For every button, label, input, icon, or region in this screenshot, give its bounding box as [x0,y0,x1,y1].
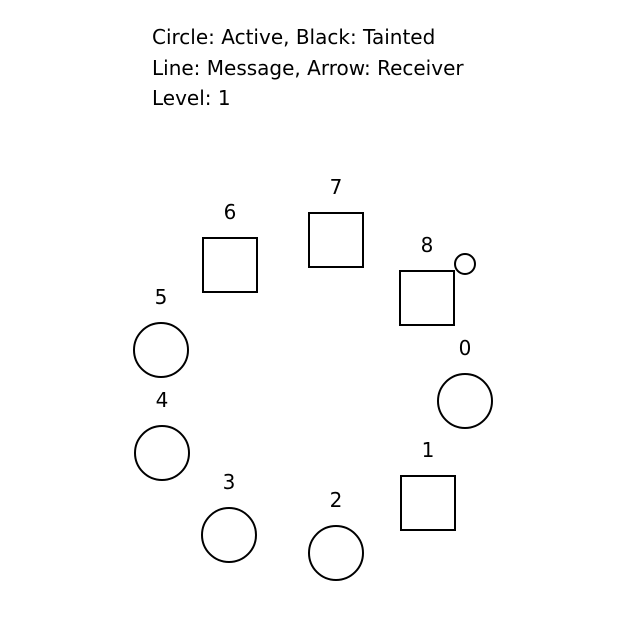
node-3-label: 3 [222,470,236,494]
node-7-label: 7 [329,175,343,199]
node-3-circle-shape[interactable] [201,507,257,563]
legend-line-shape-meaning: Circle: Active, Black: Tainted [152,25,436,49]
node-0-circle-shape[interactable] [437,373,493,429]
node-2-circle-shape[interactable] [308,525,364,581]
legend: Circle: Active, Black: Tainted Line: Mes… [152,22,582,114]
legend-line-level: Level: 1 [152,86,231,110]
node-2-label: 2 [329,488,343,512]
node-4-circle-shape[interactable] [134,425,190,481]
node-6-square-shape[interactable] [202,237,258,293]
node-4-label: 4 [155,388,169,412]
node-5-circle-shape[interactable] [133,322,189,378]
node-8-label: 8 [420,233,434,257]
node-1-square-shape[interactable] [400,475,456,531]
legend-line-edge-meaning: Line: Message, Arrow: Receiver [152,55,464,80]
node-8-corner-marker-icon [454,253,476,275]
node-6-label: 6 [223,200,237,224]
node-5-label: 5 [154,285,168,309]
node-0-label: 0 [458,336,472,360]
node-8-square-shape[interactable] [399,270,455,326]
node-1-label: 1 [421,438,435,462]
node-7-square-shape[interactable] [308,212,364,268]
